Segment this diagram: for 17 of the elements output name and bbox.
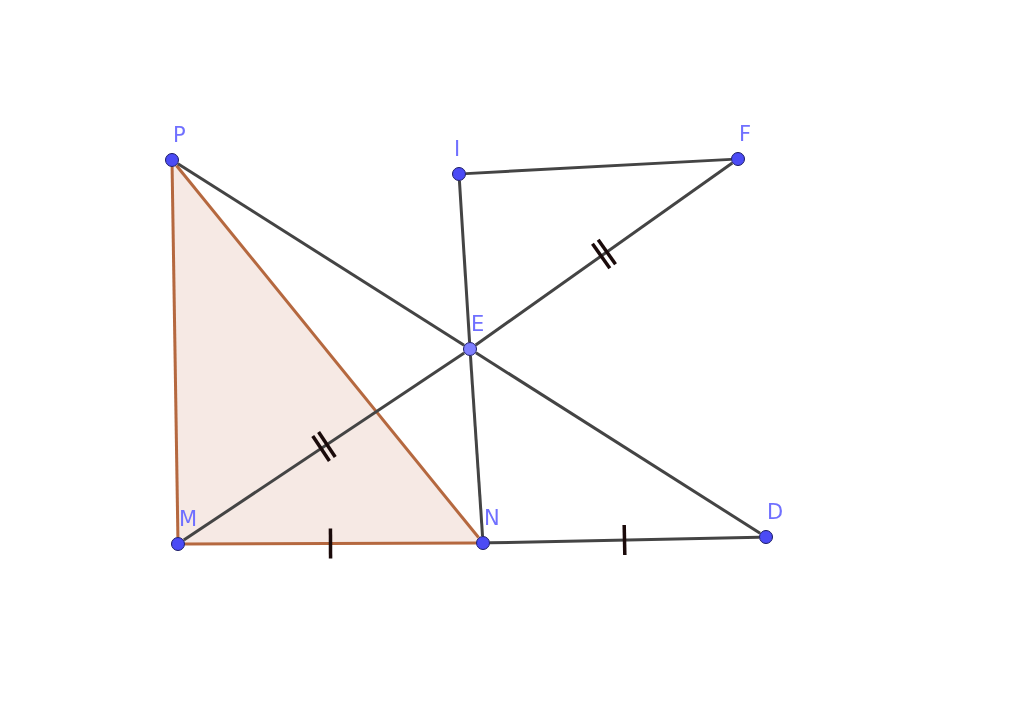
- line-segment: [474, 161, 734, 347]
- point-label: F: [739, 122, 752, 146]
- line-segment: [177, 162, 465, 347]
- line-segment: [468, 355, 485, 537]
- line-segment: [185, 541, 476, 546]
- point-label: P: [173, 123, 186, 147]
- point-label: E: [471, 312, 485, 336]
- point-label: I: [454, 137, 461, 161]
- line-segment: [457, 180, 472, 343]
- line-segment: [183, 351, 465, 542]
- line-segment: [475, 351, 761, 535]
- line-segment: [465, 157, 732, 176]
- line-segment: [489, 535, 760, 545]
- point-label: D: [767, 500, 784, 524]
- line-segment: [170, 166, 180, 538]
- point-label: M: [179, 507, 198, 531]
- point-label: N: [484, 506, 500, 530]
